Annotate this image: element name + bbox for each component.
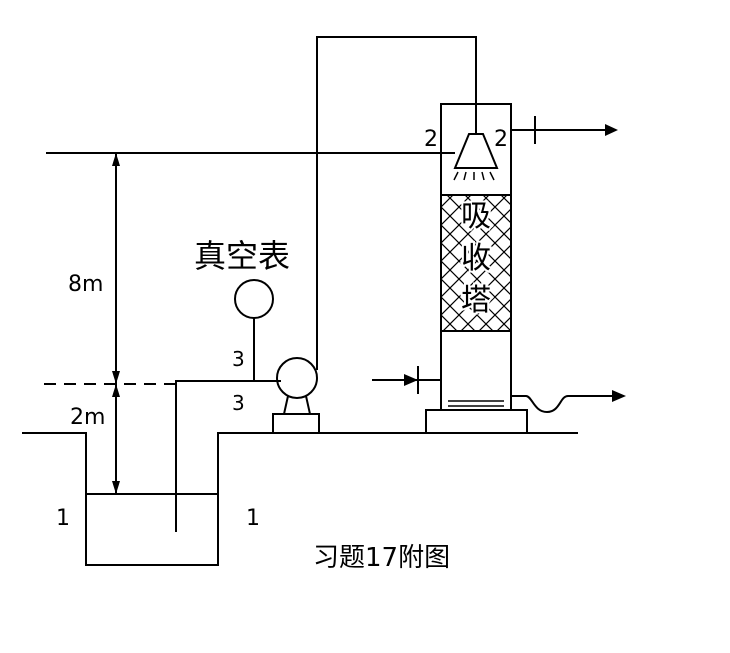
reference-lines <box>44 152 455 385</box>
suction-pipe <box>175 380 281 532</box>
gas-outlet <box>511 116 618 144</box>
liquid-outlet <box>511 390 626 414</box>
vacuum-gauge-label: 真空表 <box>194 237 290 275</box>
spray-nozzle <box>453 133 499 181</box>
section-3-lower-label: 3 <box>232 391 245 415</box>
height-lower-label: 2m <box>70 405 105 430</box>
height-upper-label: 8m <box>68 272 103 297</box>
gas-inlet <box>372 366 441 394</box>
section-2-right-label: 2 <box>494 127 508 152</box>
figure-caption: 习题17附图 <box>313 543 450 573</box>
tower-label-char-3: 塔 <box>461 283 491 318</box>
vacuum-gauge <box>234 279 274 381</box>
discharge-pipe <box>316 36 477 370</box>
tower-label-char-1: 吸 <box>461 199 491 234</box>
dimension-lower <box>112 384 120 494</box>
section-2-left-label: 2 <box>424 127 438 152</box>
section-1-right-label: 1 <box>246 506 260 531</box>
pump <box>272 357 320 434</box>
dimension-upper <box>112 153 120 384</box>
tower-label-char-2: 收 <box>461 241 491 276</box>
section-3-upper-label: 3 <box>232 347 245 371</box>
tower-label: 吸 收 塔 <box>459 197 493 320</box>
ground-line <box>22 432 578 566</box>
section-1-left-label: 1 <box>56 506 70 531</box>
absorption-tower <box>425 103 528 434</box>
